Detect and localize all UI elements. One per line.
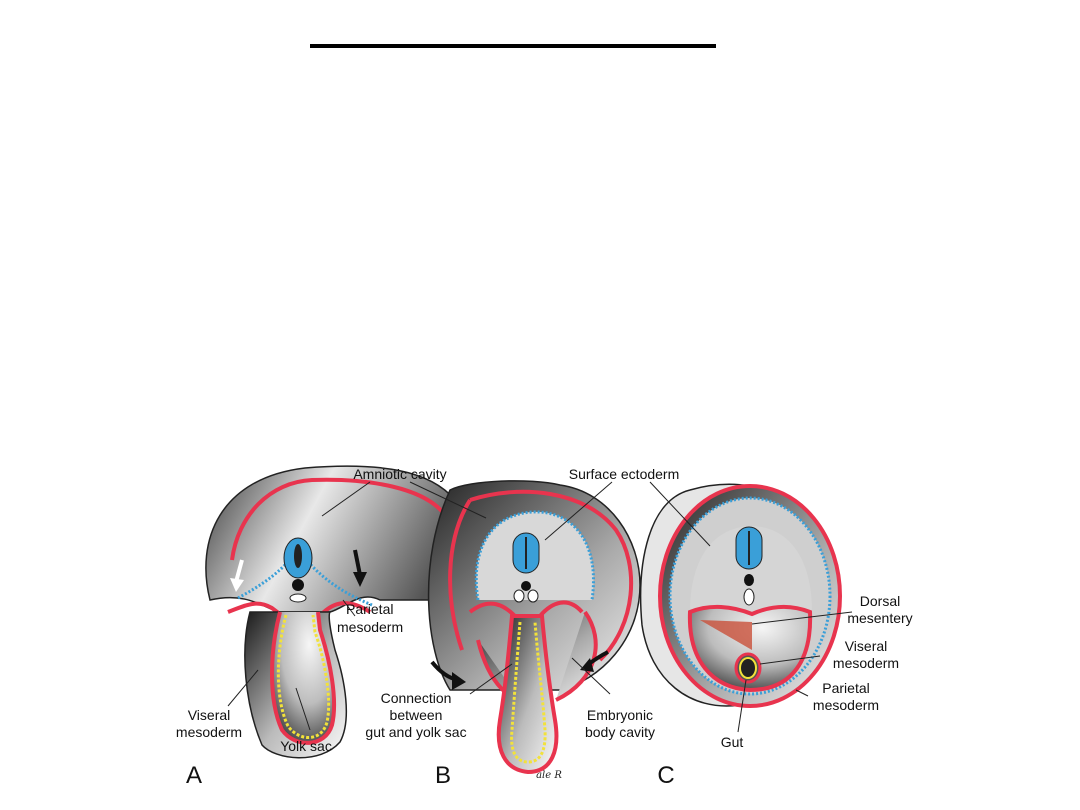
artist-signature: ale R [536,770,562,781]
panel-label-b: B [435,762,451,789]
label-viseral-mesoderm-c-2: mesoderm [833,655,899,671]
label-parietal-mesoderm-a-2: mesoderm [337,619,403,635]
title-underline [310,44,716,48]
label-dorsal-mesentery-2: mesentery [847,610,912,626]
label-amniotic-cavity: Amniotic cavity [353,466,446,482]
label-surface-ectoderm: Surface ectoderm [569,466,680,482]
label-yolk-sac: Yolk sac [280,738,332,754]
label-parietal-mesoderm-c-2: mesoderm [813,697,879,713]
label-embryonic-body-cavity-2: body cavity [585,724,655,740]
label-gut: Gut [721,734,744,750]
label-connection-3: gut and yolk sac [365,724,466,740]
panel-label-a: A [186,762,202,789]
label-connection-2: between [390,707,443,723]
label-viseral-mesoderm-a-1: Viseral [188,707,231,723]
panel-c-drawing [639,483,842,708]
leader-lines [227,481,853,733]
label-viseral-mesoderm-c-1: Viseral [845,638,888,654]
panel-b-drawing [427,480,641,775]
label-connection-1: Connection [381,690,452,706]
label-parietal-mesoderm-a-1: Parietal [346,601,393,617]
label-embryonic-body-cavity-1: Embryonic [587,707,653,723]
label-viseral-mesoderm-a-2: mesoderm [176,724,242,740]
panel-a-drawing [205,465,471,759]
panel-label-c: C [657,762,674,789]
label-parietal-mesoderm-c-1: Parietal [822,680,869,696]
label-dorsal-mesentery-1: Dorsal [860,593,900,609]
